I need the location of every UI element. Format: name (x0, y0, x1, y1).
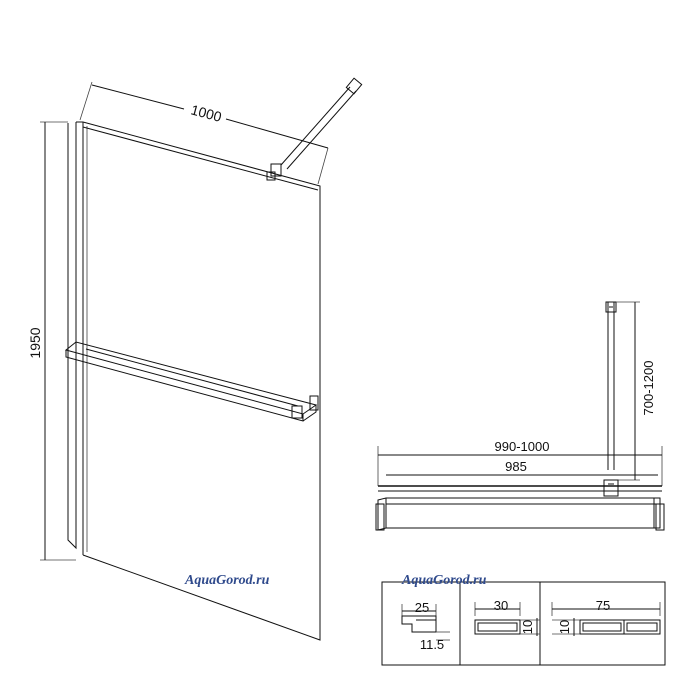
wall-profile-depth: 11.5 (420, 637, 444, 652)
watermark-left: AquaGorod.ru (184, 573, 270, 588)
glass-panel-perspective (67, 121, 321, 641)
width-label: 1000 (189, 101, 223, 125)
shelf-profile-height: 10 (557, 620, 572, 634)
overall-width-label: 990-1000 (495, 439, 550, 454)
height-dimension: 1950 (27, 121, 76, 561)
bottom-profile-height: 10 (520, 620, 535, 634)
profiles-frame (381, 581, 666, 666)
width-dimension: 1000 (79, 81, 329, 185)
profile-sections: 25 11.5 30 10 75 (381, 581, 666, 666)
rod-length-label: 700-1200 (641, 361, 656, 416)
shelf-profile-width: 75 (596, 598, 610, 613)
wall-profile-width: 25 (415, 600, 429, 615)
watermark-right: AquaGorod.ru (401, 573, 487, 588)
towel-bar (64, 341, 319, 422)
wall-profile-section: 25 11.5 (401, 600, 450, 652)
stabiliser-rod (266, 77, 363, 181)
bottom-profile-section: 30 10 (474, 598, 540, 636)
bottom-profile-width: 30 (494, 598, 508, 613)
shelf-profile-section: 75 10 (551, 598, 661, 636)
plan-view: 700-1200 990-1000 985 (375, 301, 665, 531)
glass-width-label: 985 (505, 459, 527, 474)
height-label: 1950 (27, 327, 43, 358)
